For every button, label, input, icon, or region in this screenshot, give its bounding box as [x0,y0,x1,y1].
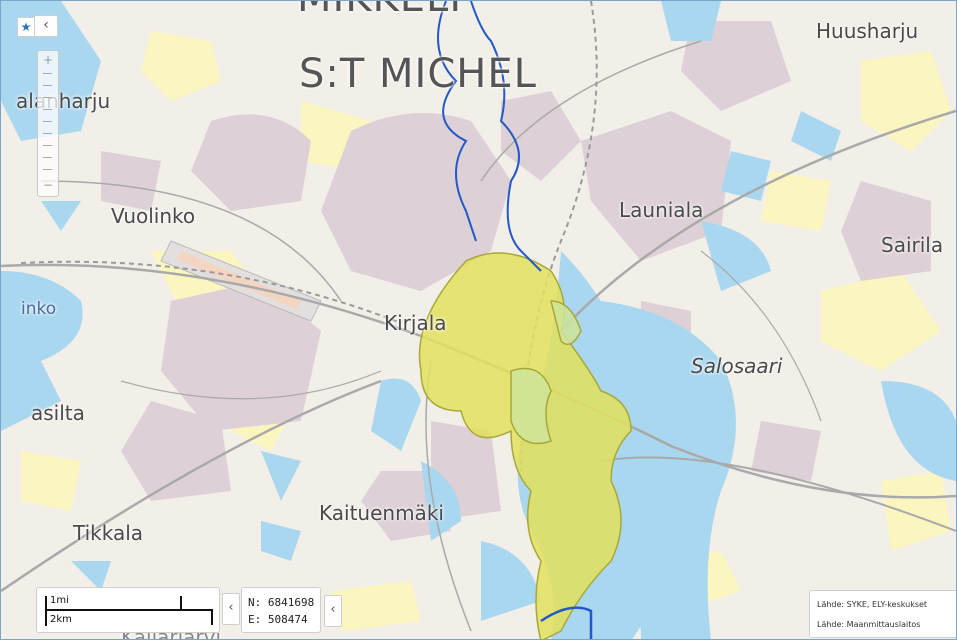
place-label-mikkeli: MIKKELI [297,1,462,21]
favorite-star-icon[interactable]: ★ [17,17,34,37]
place-label-salosaari: Salosaari [691,354,783,378]
place-label-st-michel: S:T MICHEL [299,51,537,97]
railway [20,1,598,472]
attribution-line-mml: Lähde: Maanmittauslaitos [817,620,921,629]
collapse-panel-button[interactable]: ‹ [34,15,58,37]
place-label-inko: inko [21,299,57,319]
scale-miles-label: 1mi [50,595,69,606]
flood-risk-area[interactable] [418,252,632,639]
place-label-kaituenmaki: Kaituenmäki [319,501,444,525]
place-label-vuolinko: Vuolinko [111,204,196,228]
coordinate-north: N: 6841698 [248,596,315,609]
place-label-asilta: asilta [31,401,85,425]
scale-toggle-chevron-icon[interactable]: ‹ [222,593,240,625]
coords-toggle-chevron-icon[interactable]: ‹ [324,595,342,627]
place-label-kirjala: Kirjala [384,311,447,335]
zoom-in-button[interactable]: + [42,53,54,67]
place-label-tikkala: Tikkala [73,521,144,545]
coordinate-readout: N: 6841698 E: 508474 [241,587,321,633]
coordinate-east: E: 508474 [248,613,308,626]
place-label-alanharju: alanharju [16,89,111,113]
scale-km-label: 2km [50,614,72,625]
zoom-out-button[interactable]: − [42,178,54,192]
place-label-huusharju: Huusharju [816,19,919,43]
place-label-launiala: Launiala [619,198,704,222]
place-label-sairila: Sairila [881,233,944,257]
airport [160,240,322,322]
river-network [437,1,593,639]
scale-bar: 1mi 2km [36,587,220,633]
zoom-slider[interactable]: + − [37,50,59,197]
attribution-line-syke: Lähde: SYKE, ELY-keskukset [817,600,928,609]
map-attribution: Lähde: SYKE, ELY-keskukset Lähde: Maanmi… [809,590,956,638]
